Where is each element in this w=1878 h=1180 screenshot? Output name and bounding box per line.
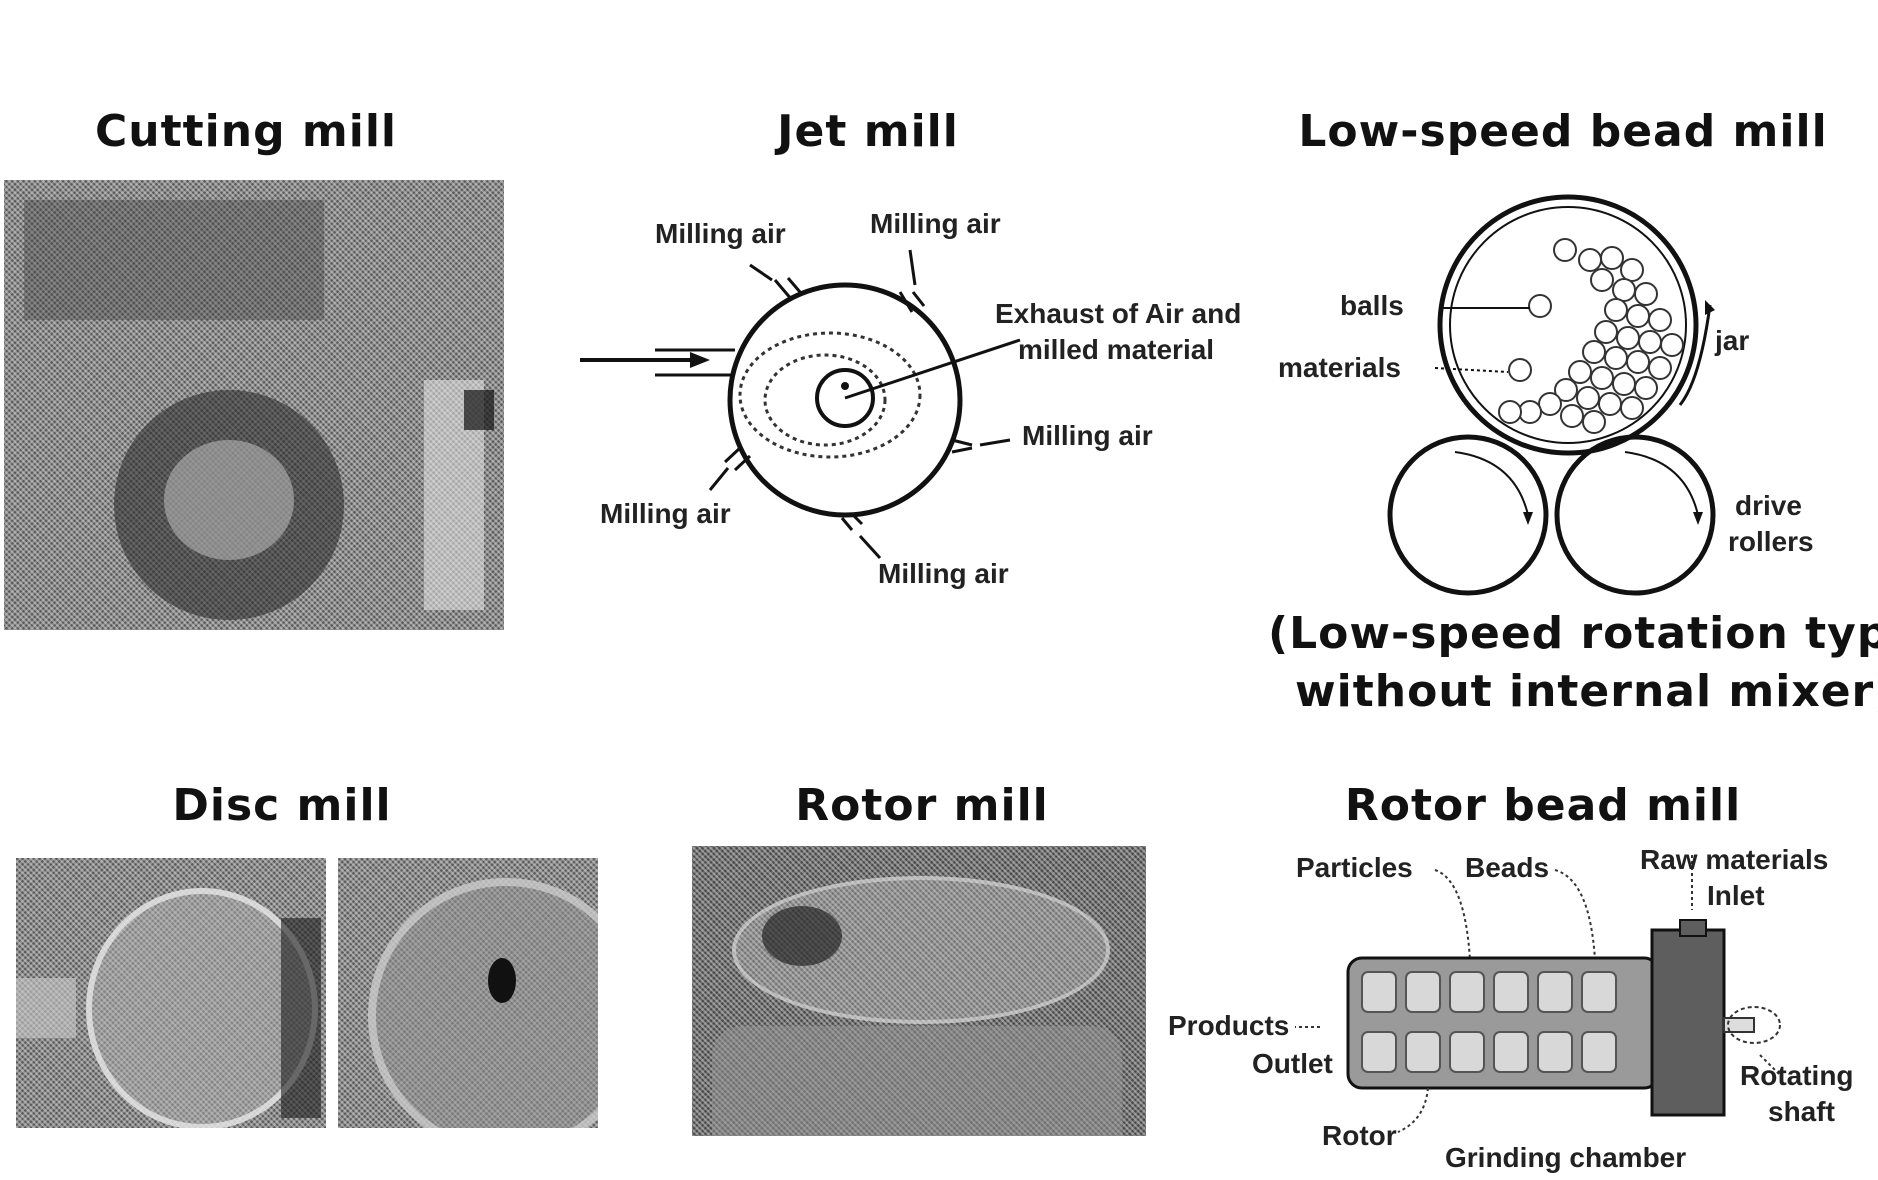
jet-exhaust-label-line1: Exhaust of Air and <box>995 298 1241 330</box>
jet-milling-air-label-3: Milling air <box>1022 420 1153 452</box>
low-speed-caption-line2: without internal mixer) <box>1295 666 1878 717</box>
grinding-chamber-label: Grinding chamber <box>1445 1142 1686 1174</box>
disc-mill-title: Disc mill <box>172 780 391 831</box>
shaft-label: shaft <box>1768 1096 1835 1128</box>
disc-mill-photo-left <box>16 858 326 1128</box>
raw-materials-label: Raw materials <box>1640 844 1828 876</box>
rotor-mill-photo <box>692 846 1146 1136</box>
jet-milling-air-label-5: Milling air <box>878 558 1009 590</box>
jet-milling-air-label-4: Milling air <box>600 498 731 530</box>
jet-mill-title: Jet mill <box>777 106 959 157</box>
beads-label: Beads <box>1465 852 1549 884</box>
outlet-label: Outlet <box>1252 1048 1333 1080</box>
materials-label: materials <box>1278 352 1401 384</box>
cutting-mill-photo <box>4 180 504 630</box>
products-label: Products <box>1168 1010 1289 1042</box>
rotor-bead-mill-title: Rotor bead mill <box>1345 780 1741 831</box>
low-speed-caption-line1: (Low-speed rotation type <box>1268 608 1878 659</box>
inlet-label: Inlet <box>1707 880 1765 912</box>
jet-exhaust-label-line2: milled material <box>1018 334 1214 366</box>
jar-label: jar <box>1715 325 1749 357</box>
particles-label: Particles <box>1296 852 1413 884</box>
jet-milling-air-label-2: Milling air <box>870 208 1001 240</box>
low-speed-bead-mill-diagram <box>1380 190 1710 610</box>
balls-label: balls <box>1340 290 1404 322</box>
jet-milling-air-label-1: Milling air <box>655 218 786 250</box>
cutting-mill-title: Cutting mill <box>95 106 397 157</box>
drive-label: drive <box>1735 490 1802 522</box>
jet-mill-diagram <box>560 200 1280 620</box>
rollers-label: rollers <box>1728 526 1814 558</box>
rotor-mill-title: Rotor mill <box>795 780 1048 831</box>
rotating-label: Rotating <box>1740 1060 1854 1092</box>
low-speed-bead-mill-title: Low-speed bead mill <box>1298 106 1827 157</box>
rotor-label: Rotor <box>1322 1120 1397 1152</box>
disc-mill-photo-right <box>338 858 598 1128</box>
